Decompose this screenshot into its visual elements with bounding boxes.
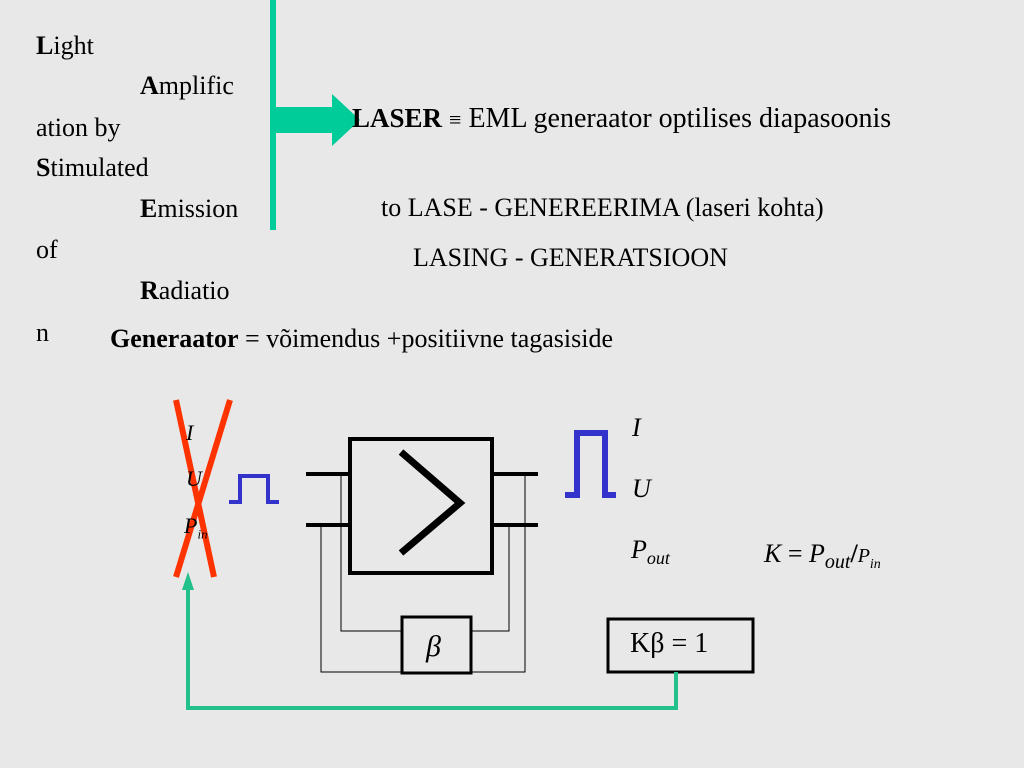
gain-pin-sub: in	[869, 557, 881, 573]
input-pulse-icon	[229, 474, 279, 504]
gain-slash: /	[850, 539, 858, 568]
acronym-rest: timulated	[50, 153, 149, 182]
divider-bar	[270, 0, 276, 230]
cross-line-1	[173, 399, 217, 578]
acronym-line-e: Emission	[140, 196, 238, 222]
gain-pout: P	[809, 539, 825, 568]
input-label-p-main: P	[184, 513, 198, 538]
input-label-p: Pin	[184, 513, 208, 542]
generator-definition: Generaator = võimendus +positiivne tagas…	[110, 326, 613, 352]
gain-equals: =	[787, 539, 803, 568]
acronym-rest: of	[36, 235, 58, 264]
acronym-initial: R	[140, 276, 159, 305]
gain-formula: K = Pout/Pin	[764, 539, 881, 574]
acronym-line-s: Stimulated	[36, 155, 149, 181]
acronym-line-ation: ation by	[36, 115, 121, 141]
laser-definition-text: EML generaator optilises diapasoonis	[468, 103, 892, 134]
acronym-rest: n	[36, 318, 49, 347]
output-label-i: I	[632, 413, 641, 442]
generator-term: Generaator	[110, 324, 239, 353]
generator-text: = võimendus +positiivne tagasiside	[245, 324, 614, 353]
acronym-rest: adiatio	[158, 276, 230, 305]
acronym-initial: A	[140, 71, 159, 100]
gain-pin: P	[857, 545, 870, 567]
acronym-rest: ation by	[36, 113, 121, 142]
output-label-p-sub: out	[646, 548, 670, 569]
acronym-initial: E	[140, 194, 158, 223]
acronym-initial: L	[36, 31, 54, 60]
amplifier-block	[348, 437, 494, 575]
right-arrow-icon	[276, 94, 360, 146]
acronym-rest: ight	[53, 31, 94, 60]
acronym-line-n: n	[36, 320, 49, 346]
lasing-line: LASING - GENERATSIOON	[413, 243, 728, 272]
output-label-p: Pout	[631, 535, 670, 569]
feedback-arrow-line	[186, 588, 678, 710]
amplifier-symbol-icon	[398, 449, 466, 556]
laser-definition: LASER ≡ EML generaator optilises diapaso…	[352, 105, 891, 133]
up-arrow-icon	[182, 572, 194, 590]
gain-k: K	[764, 539, 782, 568]
condition-box	[606, 617, 755, 674]
input-label-u: U	[186, 466, 202, 491]
output-label-p-main: P	[631, 535, 647, 564]
acronym-rest: mission	[157, 194, 239, 223]
equivalence-symbol: ≡	[449, 107, 462, 132]
input-label-i: I	[186, 420, 194, 445]
beta-symbol: β	[426, 630, 441, 663]
acronym-line-a: Amplific	[140, 73, 234, 99]
condition-text: Kβ = 1	[630, 628, 709, 659]
gain-pout-sub: out	[824, 551, 851, 574]
laser-term: LASER	[352, 103, 443, 133]
output-pulse-icon	[565, 430, 616, 498]
beta-block	[400, 615, 473, 675]
feedback-line-inner-left	[340, 474, 402, 632]
lase-line: to LASE - GENEREERIMA (laseri kohta)	[381, 193, 824, 222]
cross-line-2	[173, 399, 233, 578]
feedback-line-inner-right	[471, 525, 510, 632]
acronym-line-l: Light	[36, 33, 94, 59]
acronym-initial: S	[36, 153, 51, 182]
acronym-line-of: of	[36, 237, 58, 263]
acronym-rest: mplific	[158, 71, 234, 100]
output-label-u: U	[632, 474, 651, 503]
input-label-p-sub: in	[197, 526, 208, 542]
acronym-line-r: Radiatio	[140, 278, 230, 304]
